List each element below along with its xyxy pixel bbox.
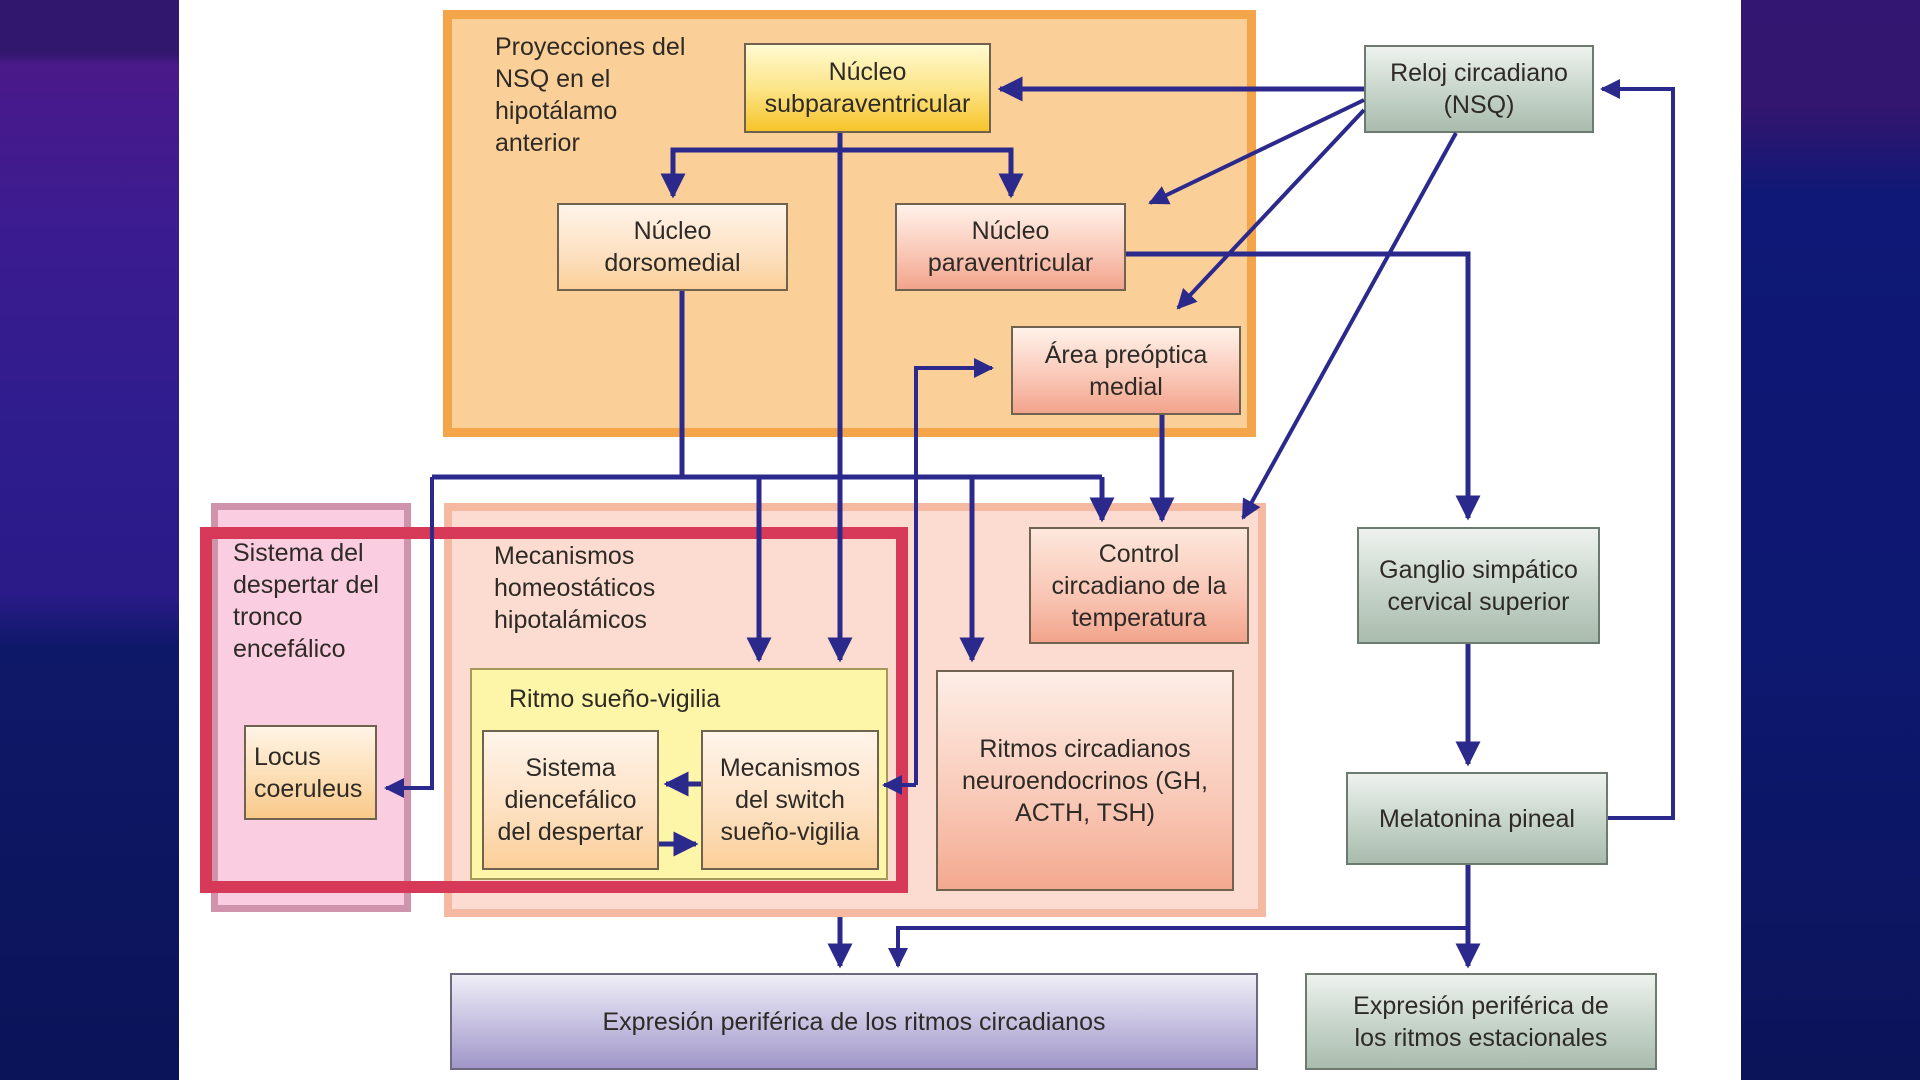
region-sleep-wake-label: Ritmo sueño-vigilia — [509, 685, 721, 713]
background-left-band — [0, 0, 179, 1080]
node-scn-clock[interactable]: Reloj circadiano(NSQ) — [1364, 45, 1594, 133]
region-homeostatic-label: Mecanismos homeostáticos hipotalámicos — [494, 542, 656, 634]
region-brainstem-arousal-label: Sistema del despertar del tronco encefál… — [233, 539, 379, 663]
region-nsq-projections-label: Proyecciones del NSQ en el hipotálamo an… — [495, 33, 686, 157]
background-right-band — [1741, 0, 1920, 1080]
region-brainstem-arousal — [211, 503, 411, 912]
node-melatonin[interactable]: Melatonina pineal — [1346, 772, 1608, 865]
node-peripheral-circadian[interactable]: Expresión periférica de los ritmos circa… — [450, 973, 1258, 1070]
highlight-frame — [200, 527, 908, 893]
